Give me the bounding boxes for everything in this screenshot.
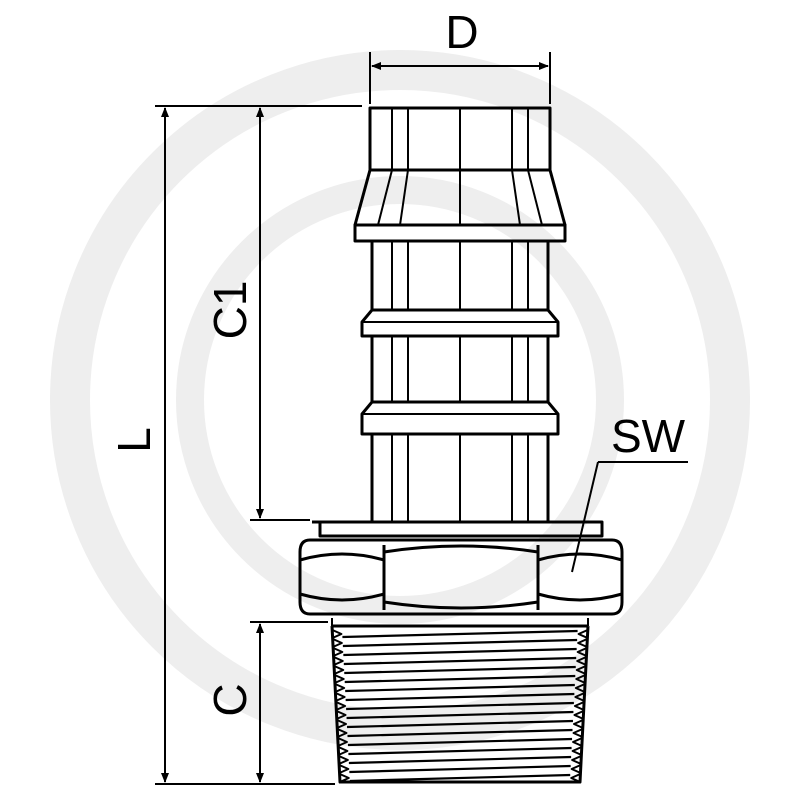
thread-profile: [332, 629, 588, 783]
thread-lines: [342, 629, 578, 783]
label-l: L: [108, 427, 160, 453]
label-d: D: [445, 6, 478, 58]
dimension-l: [155, 105, 362, 785]
hose-barb: [353, 106, 567, 522]
hex-nut: [298, 538, 624, 616]
label-sw: SW: [611, 410, 686, 462]
sw-leader-line: [571, 461, 688, 573]
collar-washer: [312, 520, 604, 538]
label-c1: C1: [204, 281, 256, 340]
threaded-section: [330, 618, 590, 784]
dimension-c: [250, 621, 328, 783]
label-c: C: [204, 683, 256, 716]
watermark-logo: [50, 50, 750, 750]
dimension-c1: [250, 107, 310, 521]
dimension-d: [369, 52, 551, 104]
